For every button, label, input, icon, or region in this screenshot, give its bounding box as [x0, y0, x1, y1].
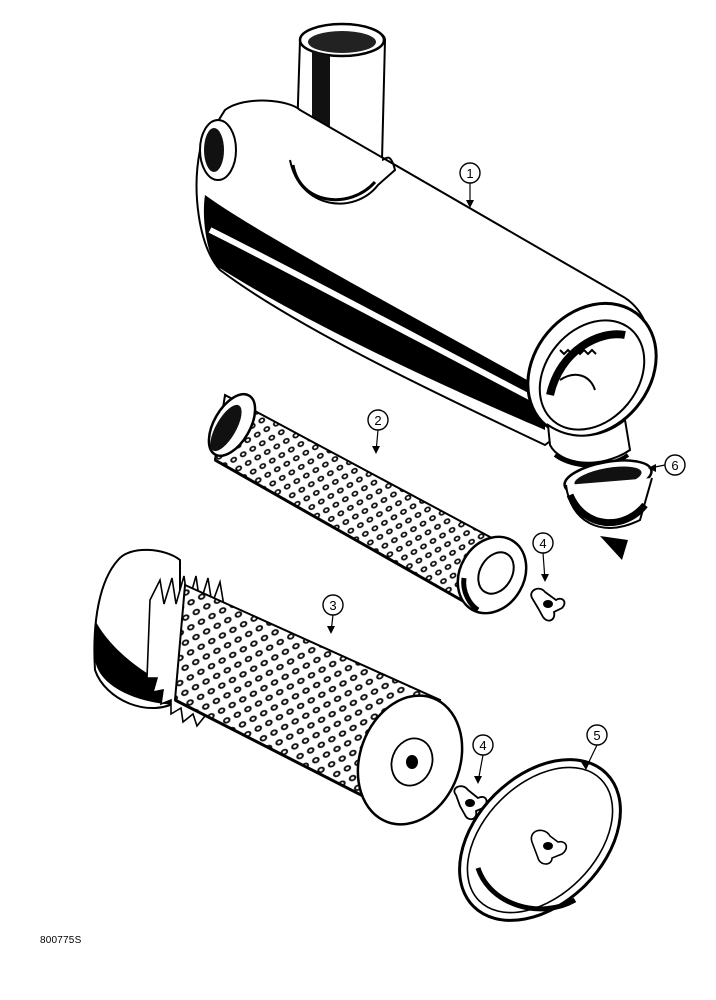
callout-2-label: 2 — [374, 413, 381, 428]
inner-safety-filter — [207, 392, 528, 615]
wing-nut-upper — [530, 587, 566, 622]
callout-1-label: 1 — [466, 166, 473, 181]
air-cleaner-housing — [195, 22, 658, 468]
callout-6: 6 — [648, 454, 686, 476]
callout-4-upper-label: 4 — [539, 536, 546, 551]
outer-primary-filter — [93, 548, 464, 826]
callout-2: 2 — [367, 409, 389, 454]
callout-4-lower-label: 4 — [479, 738, 486, 753]
callout-3: 3 — [322, 594, 344, 634]
callout-3-label: 3 — [329, 598, 336, 613]
callout-4-lower: 4 — [472, 734, 494, 784]
callout-5-label: 5 — [593, 728, 600, 743]
figure-reference-code: 800775S — [40, 935, 82, 946]
wing-nut-lower — [453, 785, 488, 821]
callout-1: 1 — [459, 162, 481, 208]
callout-6-label: 6 — [671, 458, 678, 473]
callout-4-upper: 4 — [532, 532, 554, 582]
end-cover — [458, 758, 622, 922]
dust-cup-valve — [563, 459, 653, 560]
callout-5: 5 — [581, 724, 608, 770]
